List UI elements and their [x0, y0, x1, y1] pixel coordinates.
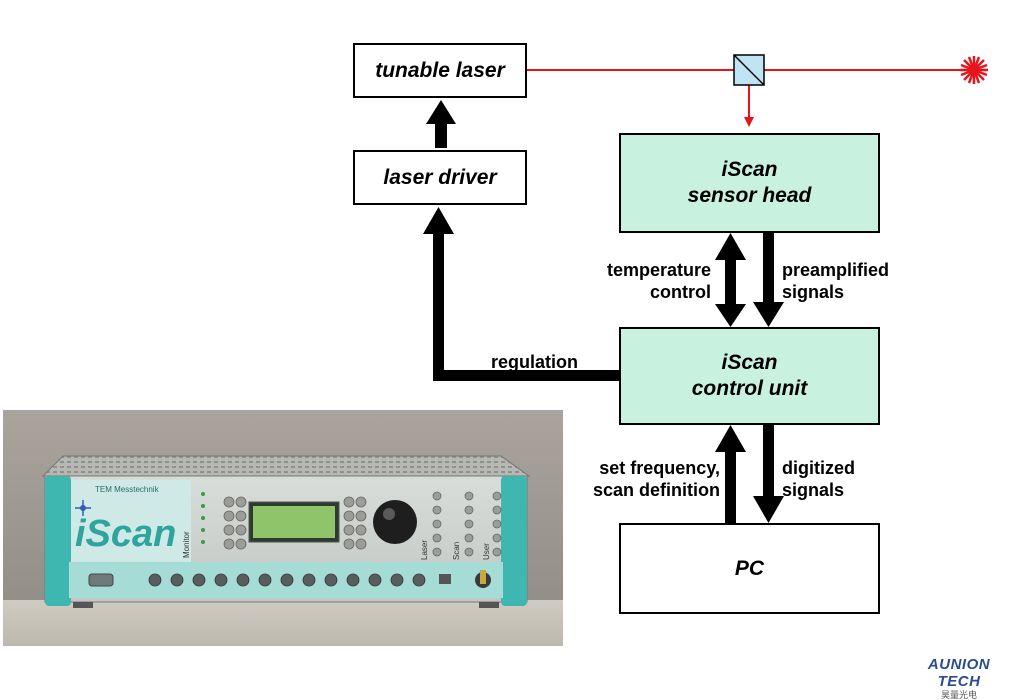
label-set-frequency-line1: set frequency,: [599, 458, 720, 478]
label-digitized-line2: signals: [782, 480, 845, 500]
label-temperature-control: temperature control: [591, 259, 711, 303]
label-regulation: regulation: [491, 351, 578, 373]
node-pc: PC: [619, 523, 880, 614]
node-tunable-laser: tunable laser: [353, 43, 527, 98]
label-digitized-line1: digitized: [782, 458, 855, 478]
node-laser-driver: laser driver: [353, 150, 527, 205]
arrow-driver-to-laser: [426, 100, 456, 148]
device-label-user: User: [482, 543, 491, 560]
label-regulation-text: regulation: [491, 352, 579, 372]
logo-subtitle: 昊量光电: [940, 690, 977, 700]
label-preamplified-line2: signals: [782, 282, 845, 302]
arrow-regulation: [423, 207, 623, 381]
node-control-unit: iScan control unit: [619, 327, 880, 425]
device-brand-text: iScan: [75, 513, 176, 555]
arrow-temperature-control: [715, 233, 746, 327]
label-set-frequency: set frequency, scan definition: [570, 457, 720, 501]
beam-splitter-icon: [733, 54, 765, 86]
company-logo: AUNION TECH 昊量光电: [906, 656, 1012, 700]
node-sensor-head-line2: sensor head: [687, 184, 812, 207]
laser-output-burst-icon: [960, 56, 988, 84]
device-knob: [373, 500, 417, 544]
arrow-preamplified-signals: [753, 233, 784, 327]
node-control-unit-line2: control unit: [691, 377, 808, 400]
label-set-frequency-line2: scan definition: [592, 480, 720, 500]
node-sensor-head: iScan sensor head: [619, 133, 880, 233]
node-sensor-head-line1: iScan: [721, 158, 778, 181]
device-label-monitor: Monitor: [182, 531, 191, 558]
label-preamplified-signals: preamplified signals: [782, 259, 889, 303]
label-digitized-signals: digitized signals: [782, 457, 855, 501]
node-control-unit-line1: iScan: [721, 351, 778, 374]
device-usb-port: [439, 574, 451, 584]
label-temperature-line1: temperature: [606, 260, 711, 280]
device-label-scan: Scan: [452, 542, 461, 560]
arrow-set-frequency: [715, 425, 746, 523]
node-pc-label: PC: [734, 556, 765, 580]
label-temperature-line2: control: [650, 282, 711, 302]
device-label-laser: Laser: [420, 540, 429, 560]
device-maker-text: TEM Messtechnik: [95, 485, 160, 494]
arrow-digitized-signals: [753, 425, 784, 523]
logo-name: AUNION TECH: [927, 656, 991, 690]
device-dsub-port: [88, 573, 114, 587]
label-preamplified-line1: preamplified: [782, 260, 890, 280]
node-tunable-laser-label: tunable laser: [375, 58, 505, 82]
node-laser-driver-label: laser driver: [383, 165, 497, 189]
device-sparkle-icon: [75, 500, 91, 516]
device-photo: iScan TEM Messtechnik Monitor Laser Scan…: [3, 410, 563, 646]
